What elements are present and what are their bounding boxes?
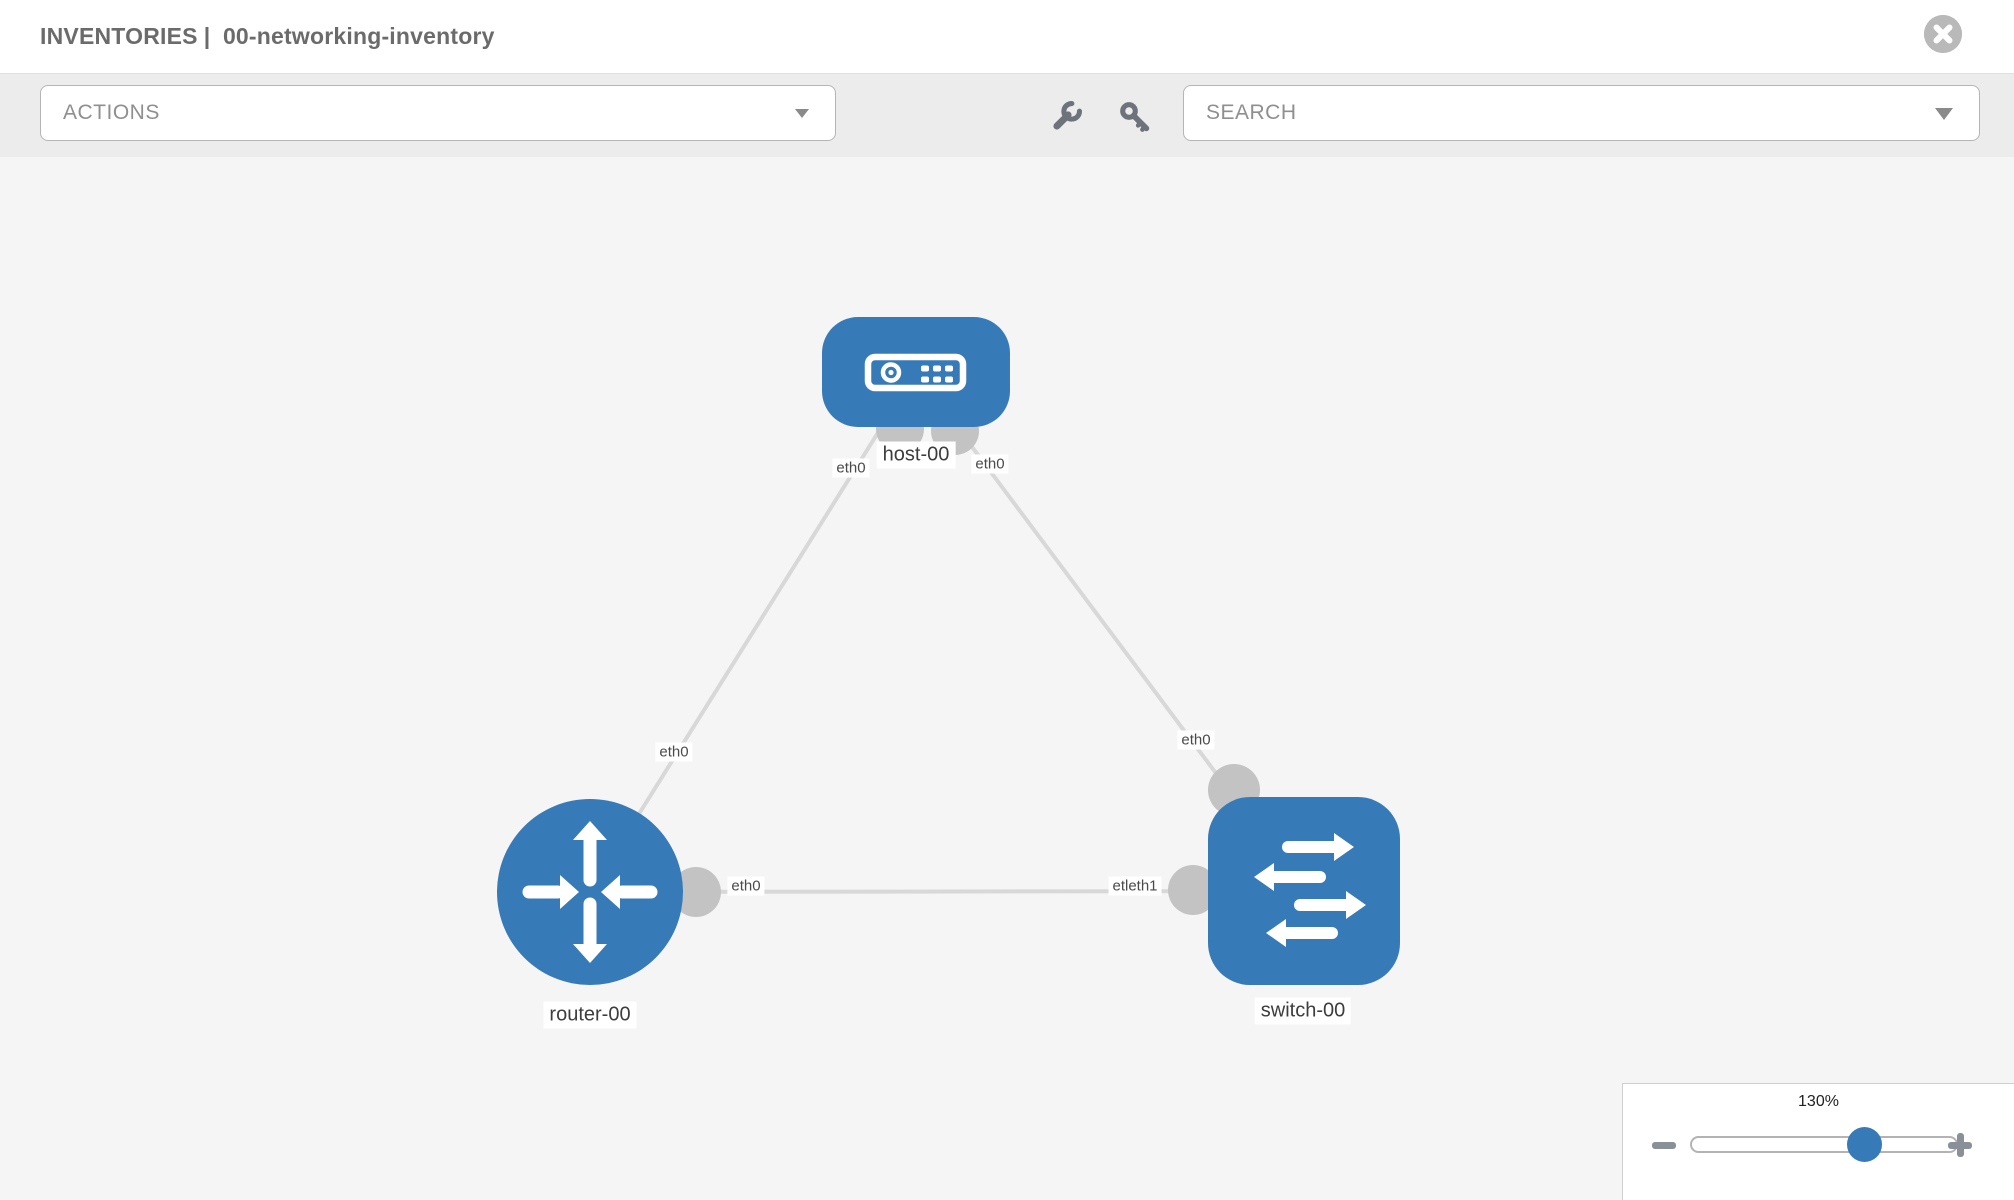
page-title: INVENTORIES| 00-networking-inventory — [40, 23, 501, 50]
key-icon — [1120, 102, 1150, 132]
host-icon — [864, 353, 967, 392]
chevron-down-icon — [795, 109, 809, 118]
zoom-out-button[interactable] — [1647, 1128, 1681, 1162]
if-label-host00-eth0-left: eth0 — [832, 458, 870, 478]
title-prefix: INVENTORIES — [40, 23, 198, 49]
switch-icon — [1254, 833, 1366, 947]
header-bar: INVENTORIES| 00-networking-inventory — [0, 0, 2014, 74]
key-button[interactable] — [1115, 97, 1155, 137]
if-label-switch00-eth1: etleth1 — [1108, 876, 1162, 896]
actions-dropdown[interactable]: ACTIONS — [40, 85, 836, 141]
if-label-switch00-eth0-uplink: eth0 — [1177, 730, 1215, 750]
topology-canvas[interactable]: host-00 router-00 switch-00 eth0 eth0 et… — [0, 157, 2014, 1200]
search-placeholder: SEARCH — [1206, 101, 1297, 124]
close-button[interactable] — [1924, 15, 1962, 53]
inventory-name: 00-networking-inventory — [222, 23, 495, 49]
minus-icon — [1652, 1141, 1676, 1149]
close-icon — [1924, 15, 1962, 53]
actions-dropdown-label: ACTIONS — [63, 101, 160, 124]
node-label-host-00: host-00 — [876, 441, 956, 469]
chevron-down-icon — [1935, 108, 1953, 120]
zoom-slider-track[interactable] — [1690, 1136, 1958, 1153]
wrench-icon — [1053, 100, 1083, 130]
router-icon — [522, 821, 658, 963]
zoom-slider-thumb[interactable] — [1847, 1127, 1882, 1162]
node-switch-00[interactable] — [1208, 797, 1400, 985]
toolbar: ACTIONS SEARCH — [0, 74, 2014, 158]
node-host-00[interactable] — [822, 317, 1010, 427]
node-router-00[interactable] — [497, 799, 683, 985]
interface-endpoint[interactable] — [671, 867, 721, 917]
if-label-router00-eth0-uplink: eth0 — [655, 742, 693, 762]
zoom-control-panel: 130% — [1622, 1083, 2014, 1200]
if-label-host00-eth0-right: eth0 — [971, 454, 1009, 474]
search-dropdown[interactable]: SEARCH — [1183, 85, 1980, 141]
node-label-switch-00: switch-00 — [1254, 997, 1352, 1025]
title-separator: | — [203, 23, 211, 49]
interface-endpoint[interactable] — [1168, 865, 1218, 915]
zoom-level-text: 130% — [1798, 1093, 1839, 1110]
zoom-in-button[interactable] — [1943, 1128, 1977, 1162]
plus-icon — [1948, 1133, 1972, 1157]
node-label-router-00: router-00 — [543, 1001, 637, 1029]
if-label-router00-eth0: eth0 — [727, 876, 765, 896]
wrench-button[interactable] — [1046, 97, 1086, 137]
